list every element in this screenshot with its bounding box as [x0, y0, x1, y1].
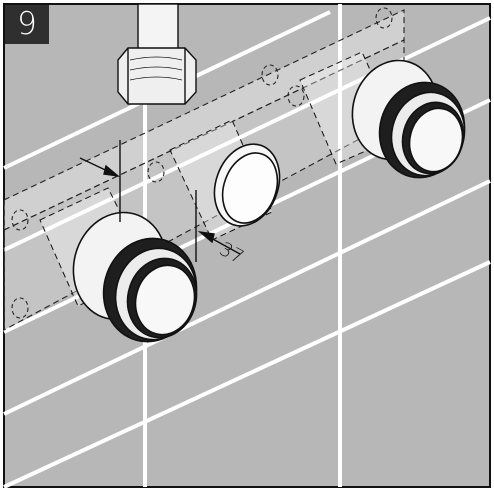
center-plug [169, 119, 281, 241]
dimension-indicator [79, 140, 241, 262]
rail-bolts [11, 7, 393, 319]
step-number-badge: 9 [5, 5, 49, 44]
right-fitting [299, 51, 466, 179]
supply-pipe [117, 3, 197, 105]
left-fitting [39, 187, 198, 343]
